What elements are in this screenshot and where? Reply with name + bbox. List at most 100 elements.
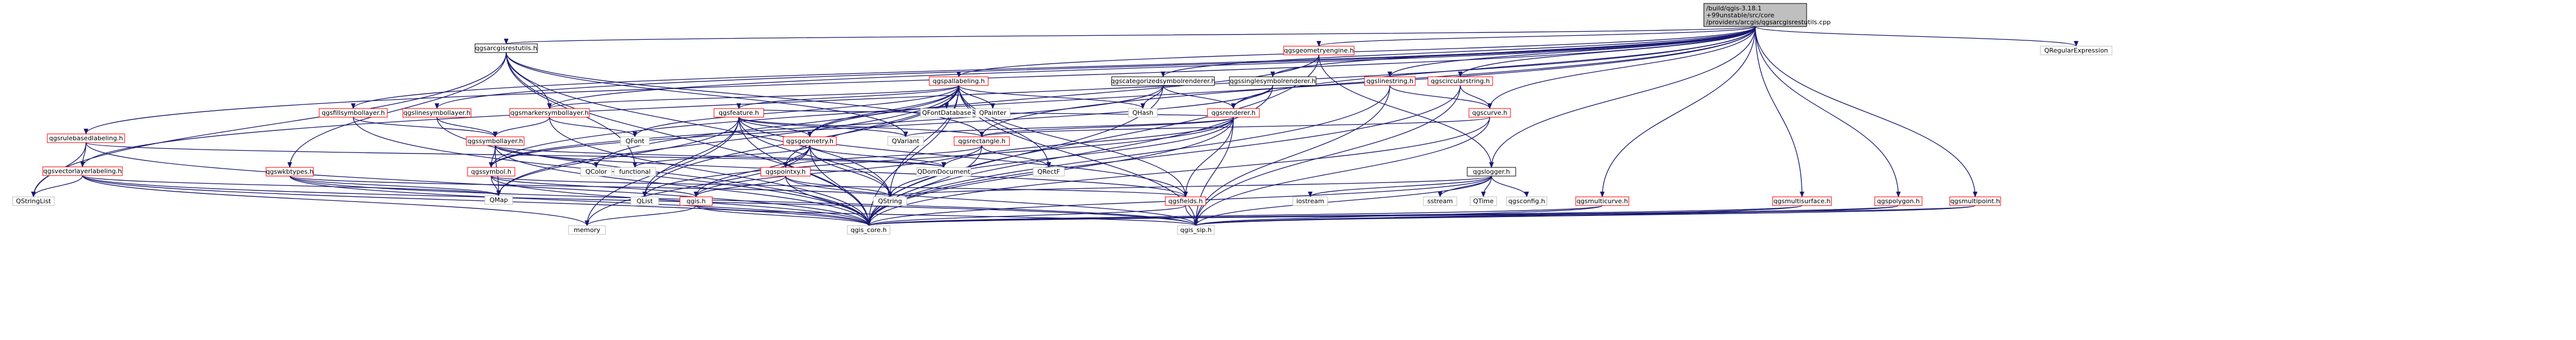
node-qgsrectangle-box <box>954 136 1010 146</box>
edge-qgscategorized-to-qhash <box>1141 85 1164 109</box>
edge-qgsh-to-qgis_sip <box>696 205 1198 226</box>
node-qgsmultipoint-label: qgsmultipoint.h <box>1950 197 2000 205</box>
node-qgsfields[interactable]: qgsfields.h <box>1165 196 1206 206</box>
node-qgscategorized-box <box>1111 76 1215 86</box>
node-qgssinglesymbol[interactable]: qgssinglesymbolrenderer.h <box>1229 76 1317 86</box>
edge-qgsmultipoint-to-qgis_core <box>867 205 1976 226</box>
node-qgspallabeling[interactable]: qgspallabeling.h <box>929 76 989 86</box>
node-qgsmultisurface[interactable]: qgsmultisurface.h <box>1772 196 1832 206</box>
node-qlist[interactable]: QList <box>630 196 659 206</box>
node-qrectf[interactable]: QRectF <box>1033 167 1065 177</box>
node-memory[interactable]: memory <box>568 225 606 235</box>
edge-qgsrulebased-to-qdomdocument <box>85 142 946 168</box>
edge-qgspallabeling-to-qmap <box>496 85 959 196</box>
node-qfontdatabase[interactable]: QFontDatabase <box>920 108 973 118</box>
node-qgssinglesymbol-label: qgssinglesymbolrenderer.h <box>1230 77 1316 85</box>
node-qgswkbtypes[interactable]: qgswkbtypes.h <box>266 167 314 177</box>
node-qgsfillsymbollayer[interactable]: qgsfillsymbollayer.h <box>319 108 388 118</box>
node-qgsrenderer[interactable]: qgsrenderer.h <box>1207 108 1260 118</box>
node-qgspolygon[interactable]: qgspolygon.h <box>1874 196 1923 206</box>
node-iostream-box <box>1292 196 1328 206</box>
node-qgsfields-label: qgsfields.h <box>1168 197 1203 205</box>
edge-qgsfeature-to-qstring <box>738 117 892 197</box>
edge-qgsgeometryengine-to-qgis_core <box>866 54 1319 226</box>
node-qgsmultipoint[interactable]: qgsmultipoint.h <box>1949 196 2001 206</box>
node-qgslogger[interactable]: qgslogger.h <box>1467 167 1516 177</box>
node-qfont[interactable]: QFont <box>620 136 650 146</box>
node-qfontdatabase-box <box>920 108 973 118</box>
node-qgswkbtypes-box <box>266 167 314 177</box>
node-qfont-label: QFont <box>626 137 645 145</box>
edge-root-to-qgsfillsymbollayer <box>351 26 1756 109</box>
node-qgsrulebased[interactable]: qgsrulebasedlabeling.h <box>47 133 125 143</box>
node-qmap-label: QMap <box>489 196 508 204</box>
node-qmap-box <box>484 195 513 205</box>
node-qgsarcgisrestutils[interactable]: qgsarcgisrestutils.h <box>474 43 538 53</box>
edge-qgssinglesymbol-to-qgssymbol <box>489 85 1273 168</box>
node-qgscurve[interactable]: qgscurve.h <box>1468 108 1511 118</box>
node-qmap[interactable]: QMap <box>484 195 513 205</box>
edge-qgsh-to-memory <box>585 205 697 226</box>
node-qgsgeometry[interactable]: qgsgeometry.h <box>783 136 837 146</box>
node-qgslogger-box <box>1467 167 1516 177</box>
node-qgsmarkersymbollayer[interactable]: qgsmarkersymbollayer.h <box>509 108 590 118</box>
node-qgssymbol-label: qgssymbol.h <box>471 168 511 175</box>
node-qgsrulebased-box <box>47 133 125 143</box>
node-qregularexpression[interactable]: QRegularExpression <box>2040 46 2113 55</box>
node-qvariant[interactable]: QVariant <box>887 136 924 146</box>
node-qstringlist[interactable]: QStringList <box>12 196 55 206</box>
node-qgsrectangle[interactable]: qgsrectangle.h <box>954 136 1010 146</box>
node-qcolor-label: QColor <box>585 168 607 175</box>
node-qgssymbollayer[interactable]: qgssymbollayer.h <box>466 136 525 146</box>
root-file-node[interactable]: /build/qgis-3.18.1 +99unstable/src/core … <box>1703 3 1831 27</box>
node-qgis_core[interactable]: qgis_core.h <box>847 225 891 235</box>
edge-qgssymbollayer-to-qgis_core <box>495 145 871 226</box>
node-qgsrenderer-box <box>1207 108 1260 118</box>
node-qgsconfig[interactable]: qgsconfig.h <box>1506 196 1547 206</box>
edge-root-to-qgsarcgisrestutils <box>504 26 1756 44</box>
node-qgssymbol[interactable]: qgssymbol.h <box>467 167 515 177</box>
node-qgsmultipoint-box <box>1949 196 2001 206</box>
node-qcolor-box <box>580 167 612 177</box>
edge-qgsrenderer-to-qlist <box>642 117 1234 197</box>
node-qgsmulticurve[interactable]: qgsmulticurve.h <box>1575 196 1629 206</box>
node-functional-box <box>614 167 656 177</box>
node-qgis_sip[interactable]: qgis_sip.h <box>1177 225 1215 235</box>
node-qcolor[interactable]: QColor <box>580 167 612 177</box>
edge-qgspallabeling-to-qrectf <box>958 85 1051 168</box>
edge-root-to-qgsgeometryengine <box>1317 26 1756 47</box>
node-qgscircularstring[interactable]: qgscircularstring.h <box>1427 76 1493 86</box>
edge-root-to-qgslogger <box>1489 26 1756 168</box>
edge-qgsarcgisrestutils-to-qgswkbtypes <box>287 52 507 168</box>
node-qgslinestring[interactable]: qgslinestring.h <box>1364 76 1416 86</box>
node-qvariant-label: QVariant <box>892 137 919 145</box>
node-sstream[interactable]: sstream <box>1423 196 1457 206</box>
edge-qgspallabeling-to-qgsfeature <box>736 85 959 109</box>
edge-qgsfeature-to-qgsrectangle <box>738 117 984 137</box>
node-qpainter[interactable]: QPainter <box>975 108 1011 118</box>
node-qgsrenderer-label: qgsrenderer.h <box>1212 109 1256 117</box>
node-qhash[interactable]: QHash <box>1128 108 1158 118</box>
edge-root-to-qgsvectorlayerlabeling <box>80 26 1756 167</box>
node-qvariant-box <box>887 136 924 146</box>
node-qfontdatabase-label: QFontDatabase <box>922 109 971 117</box>
edge-qgssinglesymbol-to-qgis_core <box>866 85 1273 226</box>
node-qgsfeature[interactable]: qgsfeature.h <box>713 108 764 118</box>
node-qgsgeometryengine[interactable]: qgsgeometryengine.h <box>1283 46 1355 55</box>
edge-qgsfeature-to-qgsfields <box>738 117 1188 197</box>
node-qgssinglesymbol-box <box>1229 76 1317 86</box>
node-qdomdocument[interactable]: QDomDocument <box>916 167 971 177</box>
edge-qgscategorized-to-qgssymbol <box>489 85 1164 168</box>
node-qgscategorized[interactable]: qgscategorizedsymbolrenderer.h <box>1111 76 1216 86</box>
node-iostream[interactable]: iostream <box>1292 196 1328 206</box>
node-qstring[interactable]: QString <box>873 196 907 206</box>
node-functional[interactable]: functional <box>614 167 656 177</box>
node-qgsvectorlayerlabeling[interactable]: qgsvectorlayerlabeling.h <box>42 166 123 176</box>
node-qgspointxy[interactable]: qgspointxy.h <box>760 167 811 177</box>
node-qgslinesymbollayer[interactable]: qgslinesymbollayer.h <box>402 108 472 118</box>
edge-qgspallabeling-to-qpainter <box>958 85 995 109</box>
node-qtime[interactable]: QTime <box>1470 196 1497 206</box>
edge-qgsmarkersymbollayer-to-qgis_core <box>549 117 871 226</box>
node-qgsh[interactable]: qgis.h <box>679 196 713 206</box>
edge-qgspallabeling-to-qcolor <box>594 85 959 168</box>
